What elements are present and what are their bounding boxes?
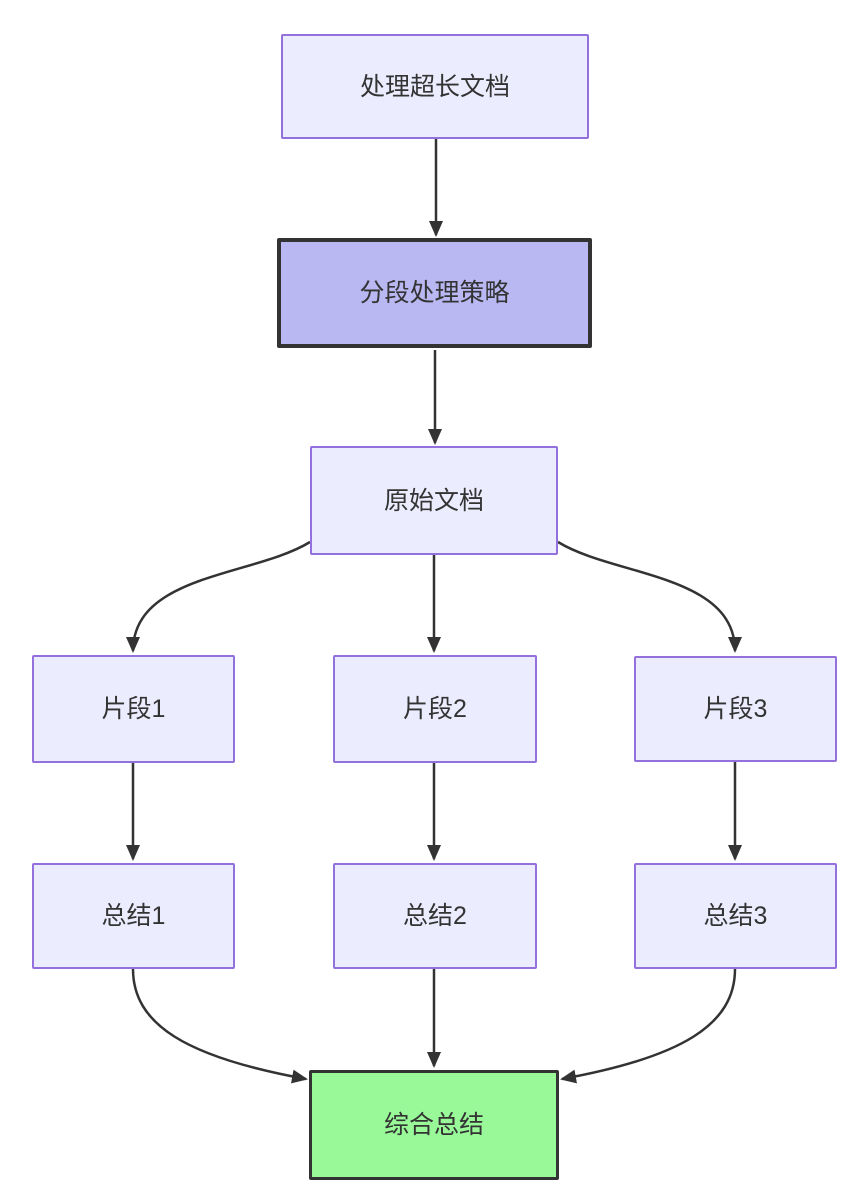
node-fragment-1: 片段1 <box>32 655 235 763</box>
node-fragment-2: 片段2 <box>333 655 537 763</box>
node-summary-3-label: 总结3 <box>703 902 768 930</box>
node-handle-long-document-label: 处理超长文档 <box>359 72 510 101</box>
edge-c-d3 <box>557 540 742 653</box>
edge-c-d1 <box>126 540 311 653</box>
node-fragment-3: 片段3 <box>634 656 837 762</box>
node-fragment-2-label: 片段2 <box>403 695 467 723</box>
node-handle-long-document: 处理超长文档 <box>281 34 589 139</box>
node-summary-1-label: 总结1 <box>101 902 166 930</box>
node-summary-1: 总结1 <box>32 863 235 969</box>
node-fragment-3-label: 片段3 <box>703 695 768 723</box>
node-original-document: 原始文档 <box>310 446 558 555</box>
node-segmentation-strategy: 分段处理策略 <box>277 238 592 348</box>
node-summary-2: 总结2 <box>333 863 537 969</box>
edge-e3-f <box>560 968 737 1084</box>
node-final-summary-label: 综合总结 <box>383 1111 484 1139</box>
node-fragment-1-label: 片段1 <box>101 695 166 723</box>
edge-e1-f <box>131 968 308 1084</box>
node-segmentation-strategy-label: 分段处理策略 <box>359 279 510 307</box>
node-original-document-label: 原始文档 <box>383 486 484 515</box>
node-summary-2-label: 总结2 <box>403 902 467 930</box>
node-summary-3: 总结3 <box>634 863 837 969</box>
node-final-summary: 综合总结 <box>309 1070 559 1180</box>
